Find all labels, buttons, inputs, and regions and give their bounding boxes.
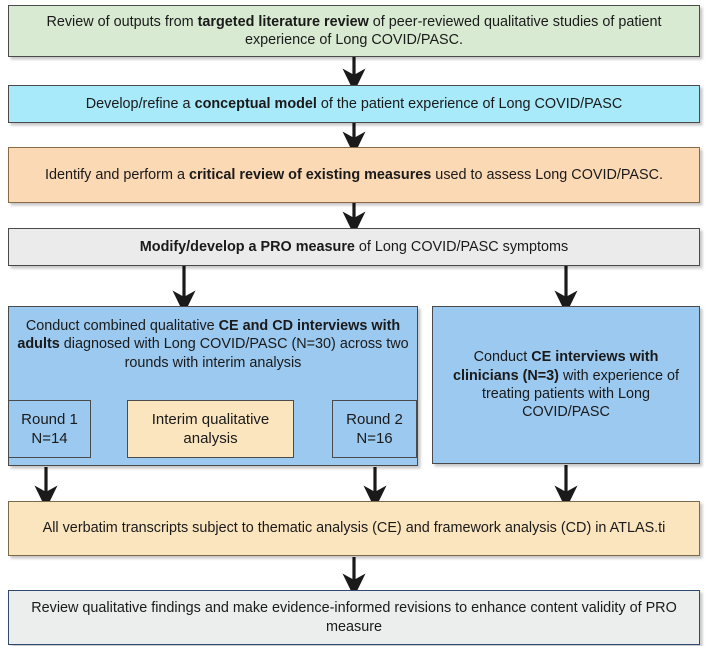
node-literature-review-text: Review of outputs from targeted literatu… <box>46 13 662 48</box>
node-interim-analysis-line1: Interim qualitative <box>151 410 270 428</box>
node-critical-review-text: Identify and perform a critical review o… <box>44 166 664 183</box>
node-round-2-line1: Round 2 <box>346 410 403 428</box>
node-literature-review: Review of outputs from targeted literatu… <box>8 5 700 57</box>
node-adult-interviews-text: Conduct combined qualitative CE and CD i… <box>17 318 409 371</box>
node-interim-analysis: Interim qualitative analysis <box>127 400 294 458</box>
node-interim-analysis-line2: analysis <box>183 430 238 447</box>
node-clinician-interviews: Conduct CE interviews with clinicians (N… <box>432 306 700 464</box>
node-round-1-line2: N=14 <box>31 430 68 447</box>
node-critical-review: Identify and perform a critical review o… <box>8 147 700 203</box>
node-conceptual-model-text: Develop/refine a conceptual model of the… <box>85 95 623 112</box>
node-review-findings: Review qualitative findings and make evi… <box>8 590 700 645</box>
node-round-1-line1: Round 1 <box>21 410 78 428</box>
node-transcript-analysis: All verbatim transcripts subject to them… <box>8 501 700 556</box>
node-interim-analysis-text: Interim qualitative analysis <box>152 410 270 449</box>
node-round-1-text: Round 1 N=14 <box>21 410 78 449</box>
node-pro-measure: Modify/develop a PRO measure of Long COV… <box>8 228 700 266</box>
node-clinician-interviews-text: Conduct CE interviews with clinicians (N… <box>453 349 679 421</box>
node-round-2: Round 2 N=16 <box>332 400 417 458</box>
node-transcript-analysis-text: All verbatim transcripts subject to them… <box>42 520 666 537</box>
node-review-findings-text: Review qualitative findings and make evi… <box>31 600 677 635</box>
node-round-2-text: Round 2 N=16 <box>346 410 403 449</box>
node-pro-measure-text: Modify/develop a PRO measure of Long COV… <box>139 238 569 255</box>
node-round-2-line2: N=16 <box>356 430 393 447</box>
node-conceptual-model: Develop/refine a conceptual model of the… <box>8 85 700 123</box>
node-round-1: Round 1 N=14 <box>8 400 91 458</box>
